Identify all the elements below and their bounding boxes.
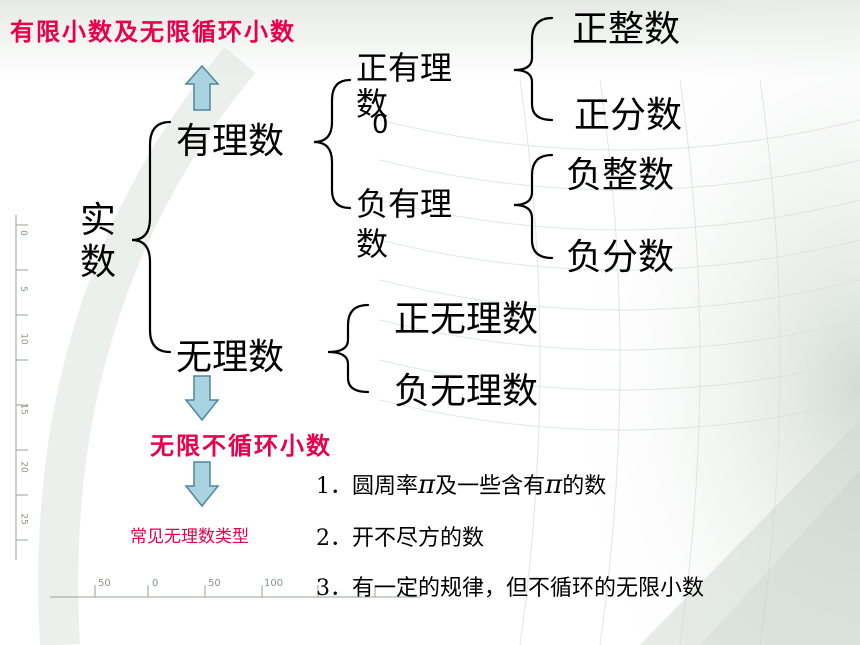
type-item-1-mid: 及一些含有 [435,474,546,499]
type-item-3: 3．有一定的规律，但不循环的无限小数 [316,576,704,601]
root-label: 实数 [80,200,120,284]
negative-rational-text: 负有理数 [356,185,453,263]
negative-irrational-label: 负无理数 [394,371,539,412]
positive-rational-text: 正有理数 [356,49,453,123]
positive-rational-label: 正有理数 [356,50,476,122]
ruler-h-tick: 50 [208,578,221,589]
irrational-types-label: 常见无理数类型 [130,527,249,547]
type-item-1-prefix: 1．圆周率 [316,474,418,499]
negative-fraction-label: 负分数 [566,237,675,278]
vertical-ruler [15,215,28,560]
top-title: 有限小数及无限循环小数 [10,17,296,46]
ruler-h-tick: 0 [152,578,159,589]
pi-symbol: π [418,470,436,500]
negative-integer-label: 负整数 [566,155,675,196]
ruler-h-tick: 50 [98,578,111,589]
ruler-v-tick: 20 [18,461,29,473]
ruler-h-tick: 100 [264,578,284,589]
type-item-2: 2．开不尽方的数 [316,526,484,551]
pi-symbol: π [545,470,563,500]
zero-label: 0 [372,110,389,140]
rational-label: 有理数 [176,121,285,162]
positive-irrational-label: 正无理数 [394,299,539,340]
positive-integer-label: 正整数 [572,9,681,50]
irrational-definition: 无限不循环小数 [150,431,332,460]
type-item-1-suffix: 的数 [562,474,607,499]
positive-fraction-label: 正分数 [574,95,683,136]
root-text: 实数 [80,200,117,283]
horizontal-ruler [50,585,420,598]
ruler-v-tick: 5 [17,286,28,292]
ruler-v-tick: 15 [18,403,29,415]
ruler-v-tick: 25 [18,513,29,525]
ruler-v-tick: 0 [17,230,28,236]
irrational-label: 无理数 [176,337,285,378]
negative-rational-label: 负有理数 [356,184,476,264]
type-item-1: 1．圆周率π及一些含有π的数 [316,468,606,500]
ruler-v-tick: 10 [18,333,29,345]
